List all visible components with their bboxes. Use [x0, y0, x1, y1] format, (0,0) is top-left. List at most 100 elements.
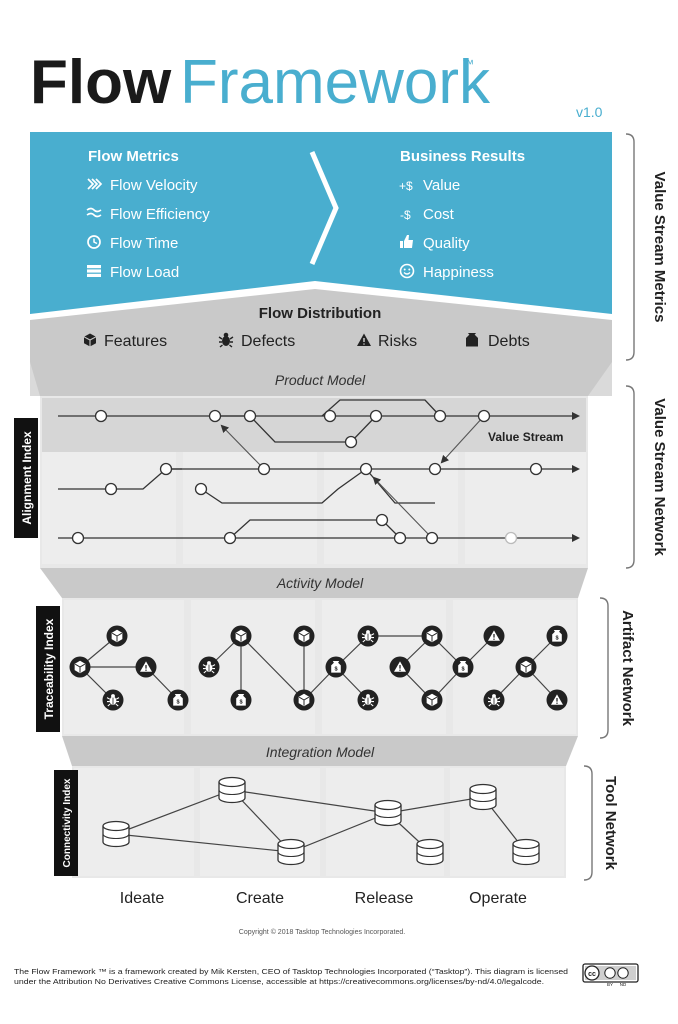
artifact-feature-icon: [421, 625, 443, 647]
debts-label: Debts: [488, 333, 530, 350]
value-stream-label: Value Stream: [488, 430, 563, 444]
thumbs-up-icon: [400, 235, 413, 248]
quality-label: Quality: [423, 235, 470, 252]
database-icon: [469, 783, 497, 811]
artifact-defect-icon: [198, 656, 220, 678]
title-flow: Flow: [30, 48, 172, 117]
stage-ideate-label: Ideate: [120, 890, 165, 907]
cc-icon: [584, 965, 600, 981]
stage-operate-label: Operate: [469, 890, 527, 907]
database-icon: [416, 838, 444, 866]
cost-label: Cost: [423, 206, 455, 223]
value-stream-network-side-label: Value Stream Network: [651, 398, 668, 556]
artifact-risk-icon: [135, 656, 157, 678]
integration-model-label: Integration Model: [266, 744, 375, 760]
load-icon: [87, 265, 101, 277]
trademark-mark: ™: [462, 57, 474, 71]
value-stream-nodes: [71, 409, 543, 545]
integration-model-band: [62, 736, 578, 766]
artifact-debt-icon: [230, 689, 252, 711]
artifact-risk-icon: [546, 689, 568, 711]
product-model-label: Product Model: [275, 372, 366, 388]
artifact-feature-icon: [421, 689, 443, 711]
activity-model-label: Activity Model: [276, 575, 364, 591]
artifact-defect-icon: [102, 689, 124, 711]
product-model-band: [30, 362, 612, 396]
alignment-index-label: Alignment Index: [20, 431, 34, 525]
database-icon: [374, 799, 402, 827]
flow-efficiency-label: Flow Efficiency: [110, 206, 210, 223]
by-badge-text: BY: [607, 982, 613, 987]
time-icon: [87, 235, 101, 249]
artifact-feature-icon: [515, 656, 537, 678]
flow-time-label: Flow Time: [110, 235, 178, 252]
alignment-index-tab: [14, 418, 38, 538]
feature-cube-icon: [83, 333, 97, 347]
connectivity-index-tab: [54, 770, 78, 876]
title-framework: Framework: [180, 48, 491, 117]
flow-load-label: Flow Load: [110, 264, 179, 281]
artifact-feature-icon: [69, 656, 91, 678]
database-icon: [512, 838, 540, 866]
artifact-defect-icon: [483, 689, 505, 711]
value-stream-metrics-side-label: Value Stream Metrics: [651, 172, 668, 323]
plus-dollar-icon: +$: [399, 179, 413, 193]
risks-label: Risks: [378, 333, 417, 350]
business-results-group: Business Results +$ Value -$ Cost Qualit…: [399, 148, 525, 281]
tool-network-side-label: Tool Network: [602, 776, 619, 871]
database-icon: [218, 776, 246, 804]
velocity-icon: [87, 178, 103, 190]
license-line-1: The Flow Framework ™ is a framework crea…: [14, 967, 568, 976]
flow-distribution-heading: Flow Distribution: [259, 305, 381, 322]
warning-icon: [357, 333, 371, 346]
cc-license-badge[interactable]: cc BY ND: [582, 963, 639, 987]
features-label: Features: [104, 333, 167, 350]
database-icon: [102, 820, 130, 848]
artifact-debt-icon: [452, 656, 474, 678]
efficiency-icon: [86, 207, 102, 218]
artifact-debt-icon: [325, 656, 347, 678]
traceability-index-label: Traceability Index: [42, 618, 56, 719]
defects-label: Defects: [241, 333, 295, 350]
artifact-feature-icon: [106, 625, 128, 647]
flow-velocity-label: Flow Velocity: [110, 177, 198, 194]
artifact-defect-icon: [357, 625, 379, 647]
metrics-chevron-icon: [309, 151, 339, 265]
debt-bag-icon: [466, 333, 478, 347]
activity-model-band: [40, 568, 588, 598]
value-stream-arrows: [220, 415, 485, 539]
happiness-label: Happiness: [423, 264, 494, 281]
smiley-icon: [399, 263, 415, 279]
flow-metrics-heading: Flow Metrics: [88, 148, 179, 165]
tn-column-operate: [450, 768, 564, 876]
attribution-icon: [604, 967, 616, 979]
bug-icon: [218, 332, 234, 348]
artifact-network-side-label: Artifact Network: [619, 610, 636, 727]
artifact-defect-icon: [357, 689, 379, 711]
cc-badge-text: cc: [588, 971, 596, 978]
flow-metrics-group: Flow Metrics Flow Velocity Flow Efficien…: [86, 148, 210, 281]
minus-dollar-icon: -$: [400, 208, 411, 222]
business-results-heading: Business Results: [400, 148, 525, 165]
version-label: v1.0: [576, 104, 603, 120]
artifact-feature-icon: [230, 625, 252, 647]
value-stream-highlight: [42, 398, 586, 452]
artifact-feature-icon: [293, 689, 315, 711]
artifact-debt-icon: [546, 625, 568, 647]
artifact-risk-icon: [483, 625, 505, 647]
right-brackets: [583, 133, 635, 881]
license-line-2: under the Attribution No Derivatives Cre…: [14, 977, 544, 986]
connectivity-index-label: Connectivity Index: [62, 778, 73, 867]
stage-release-label: Release: [355, 890, 414, 907]
traceability-index-tab: [36, 606, 60, 732]
value-stream-metrics-panel: [30, 132, 612, 314]
tn-column-ideate: [74, 768, 194, 876]
nd-badge-text: ND: [620, 982, 627, 987]
copyright-text: Copyright © 2018 Tasktop Technologies In…: [239, 928, 405, 936]
stage-create-label: Create: [236, 890, 284, 907]
artifact-risk-icon: [389, 656, 411, 678]
artifact-nodes: [69, 625, 568, 711]
artifact-debt-icon: [167, 689, 189, 711]
